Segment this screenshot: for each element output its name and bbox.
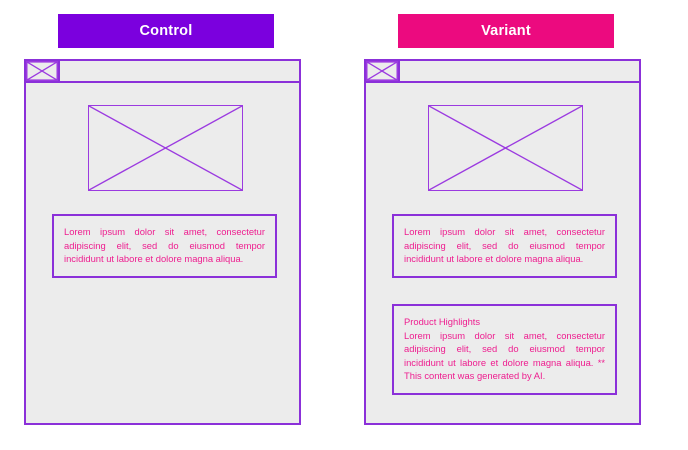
image-placeholder-x-icon <box>366 61 398 81</box>
page-header-control <box>26 61 299 83</box>
text-card-primary-variant: Lorem ipsum dolor sit amet, consectetur … <box>392 214 617 278</box>
hero-image-placeholder-variant <box>428 105 583 191</box>
logo-placeholder-variant <box>366 61 400 81</box>
image-placeholder-x-icon <box>26 61 58 81</box>
hero-image-placeholder-control <box>88 105 243 191</box>
text-card-primary-control: Lorem ipsum dolor sit amet, consectetur … <box>52 214 277 278</box>
banner-variant: Variant <box>398 14 614 48</box>
card-body-text: Lorem ipsum dolor sit amet, consectetur … <box>404 329 605 382</box>
nav-bar-variant <box>400 61 639 81</box>
nav-bar-control <box>60 61 299 81</box>
page-body-control: Lorem ipsum dolor sit amet, consectetur … <box>26 83 299 423</box>
page-body-variant: Lorem ipsum dolor sit amet, consectetur … <box>366 83 639 423</box>
text-card-product-highlights: Product Highlights Lorem ipsum dolor sit… <box>392 304 617 395</box>
comparison-column-control: Control <box>24 0 324 450</box>
page-mockup-control: Lorem ipsum dolor sit amet, consectetur … <box>24 59 301 425</box>
logo-placeholder-control <box>26 61 60 81</box>
comparison-column-variant: Variant <box>364 0 664 450</box>
page-mockup-variant: Lorem ipsum dolor sit amet, consectetur … <box>364 59 641 425</box>
banner-label-variant: Variant <box>481 22 531 39</box>
image-placeholder-x-icon <box>89 106 242 190</box>
card-body-text: Lorem ipsum dolor sit amet, consectetur … <box>404 226 605 264</box>
page-header-variant <box>366 61 639 83</box>
card-heading-text: Product Highlights <box>404 316 481 327</box>
banner-label-control: Control <box>139 22 193 39</box>
image-placeholder-x-icon <box>429 106 582 190</box>
card-body-text: Lorem ipsum dolor sit amet, consectetur … <box>64 226 265 264</box>
banner-control: Control <box>58 14 274 48</box>
